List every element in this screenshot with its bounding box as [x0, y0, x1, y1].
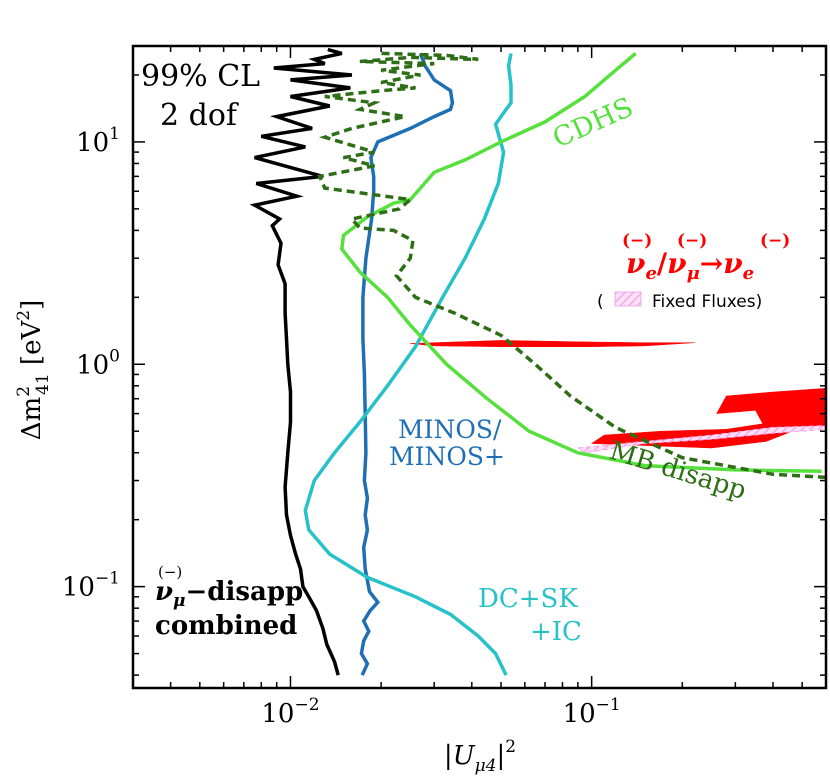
combined-label-line1: νμ−disapp — [155, 577, 303, 611]
minos-label-line2: MINOS+ — [389, 442, 505, 471]
fixed-fluxes-text: Fixed Fluxes) — [652, 292, 762, 312]
combined-label: (−) νμ−disapp combined — [155, 563, 303, 641]
appearance-bar-symbol-3: (−) — [760, 231, 790, 251]
dcskic-label-line1: DC+SK — [478, 584, 578, 614]
series-dc-sk-ic — [303, 53, 513, 676]
plot-frame — [131, 44, 828, 690]
combined-bar-symbol: (−) — [158, 563, 182, 581]
x-tick-label: 10−2 — [261, 695, 319, 729]
minos-label-line1: MINOS/ — [398, 415, 502, 444]
series-mb-disapp — [317, 51, 826, 480]
series-lines — [249, 47, 826, 676]
appearance-label-text: νe/νμ→νe — [626, 247, 754, 284]
fixed-fluxes-legend: ( Fixed Fluxes) — [597, 291, 762, 312]
y-tick-label: 10−1 — [62, 569, 120, 603]
y-axis-title: Δm241 [eV2] — [14, 300, 53, 440]
cl-label-line2: 2 dof — [160, 98, 239, 133]
y-tick-label: 100 — [76, 346, 120, 380]
appearance-region-1 — [410, 340, 695, 347]
fixed-fluxes-swatch — [614, 291, 642, 307]
cl-label-line1: 99% CL — [141, 59, 260, 94]
filled-regions — [410, 340, 826, 454]
combined-label-line2: combined — [155, 611, 297, 641]
x-tick-label: 10−1 — [563, 695, 621, 729]
series-minos-minos — [359, 52, 455, 676]
fixed-flux-region — [576, 425, 826, 454]
series-combined — [249, 47, 353, 676]
appearance-bar-symbol-1: (−) — [622, 231, 652, 251]
x-axis-title: |Uμ4|2 — [444, 737, 516, 776]
appearance-label: (−) (−) (−) νe/νμ→νe — [622, 231, 790, 284]
appearance-bar-symbol-2: (−) — [677, 231, 707, 251]
series-cdhs — [339, 52, 822, 474]
dcskic-label-line2: +IC — [530, 617, 582, 647]
y-tick-label: 101 — [76, 124, 120, 158]
fixed-fluxes-open-paren: ( — [597, 292, 604, 312]
axis-ticks: 10−2 10−1 10−1 100 101 — [62, 46, 826, 729]
